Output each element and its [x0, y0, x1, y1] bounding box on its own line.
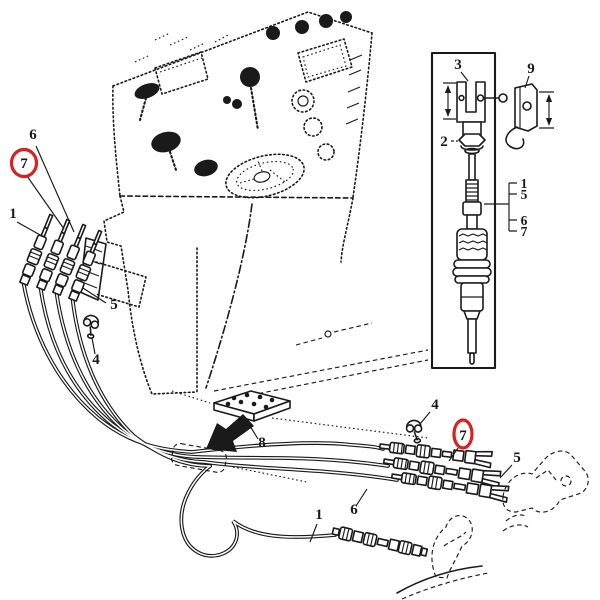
clevis-pin — [498, 93, 508, 103]
cable-rod-assembly — [452, 153, 492, 365]
console-sketch — [103, 11, 429, 404]
retainer-clip — [405, 419, 423, 444]
cable-end — [36, 218, 71, 291]
callout-ref-5: 5 — [521, 187, 528, 202]
grommet-plate — [213, 390, 291, 422]
cable-end-clevis — [378, 441, 493, 469]
callout-1-upper: 1 — [9, 206, 17, 222]
callout-2-inset: 2 — [440, 134, 448, 150]
inset-box — [430, 51, 554, 370]
callout-ref-1: 1 — [521, 176, 528, 191]
console-knob — [319, 14, 333, 28]
highlight-circle-lower-7 — [452, 418, 474, 450]
callout-6-bottom: 6 — [350, 502, 358, 518]
callout-5-left: 5 — [110, 297, 118, 313]
callout-4-left: 4 — [92, 352, 100, 368]
cable-end — [68, 229, 103, 302]
phantom-lever-bottom — [396, 514, 489, 600]
callout-9-inset: 9 — [527, 61, 535, 77]
cable-clamp-phantom — [171, 443, 227, 473]
callout-ref-7: 7 — [521, 224, 528, 239]
cable-end-clevis — [390, 472, 510, 504]
dimension-right — [539, 91, 554, 129]
cable-ends-upper — [19, 213, 147, 308]
cable-end — [19, 213, 54, 286]
callout-4-right: 4 — [431, 397, 439, 413]
cable-ends-lower — [331, 441, 510, 557]
clevis — [456, 81, 486, 136]
console-knob — [340, 11, 352, 23]
callout-3-inset: 3 — [454, 57, 462, 73]
cable-end-single — [331, 526, 429, 557]
callout-7-right: 7 — [459, 428, 467, 444]
jam-nut — [458, 133, 486, 155]
console-lever — [134, 67, 260, 177]
callout-8: 8 — [258, 435, 266, 451]
routing-arrow — [206, 414, 254, 452]
leader-lines — [16, 71, 530, 543]
support-bracket — [505, 83, 538, 150]
callouts: 6 7 1 5 4 8 4 7 5 1 6 3 9 2 1 5 6 7 — [9, 57, 535, 523]
dimension-left — [443, 82, 456, 120]
console-knob — [295, 20, 309, 34]
reference-bracket — [484, 182, 517, 232]
phantom-bracket-right — [502, 450, 589, 532]
callout-7-upper: 7 — [20, 156, 28, 172]
retainer-clip — [82, 314, 100, 339]
fastener-dot — [324, 330, 332, 338]
cable-end-clevis — [382, 457, 502, 489]
callout-1-bottom: 1 — [315, 507, 323, 523]
cable-bundle — [21, 281, 399, 558]
callout-5-right: 5 — [513, 450, 521, 466]
callout-ref-6: 6 — [521, 213, 528, 228]
callout-6-upper: 6 — [29, 127, 37, 143]
highlight-circle-upper-7 — [9, 147, 39, 179]
console-knob — [266, 26, 280, 40]
steering-wheel — [225, 153, 305, 199]
cable-end — [52, 223, 87, 296]
